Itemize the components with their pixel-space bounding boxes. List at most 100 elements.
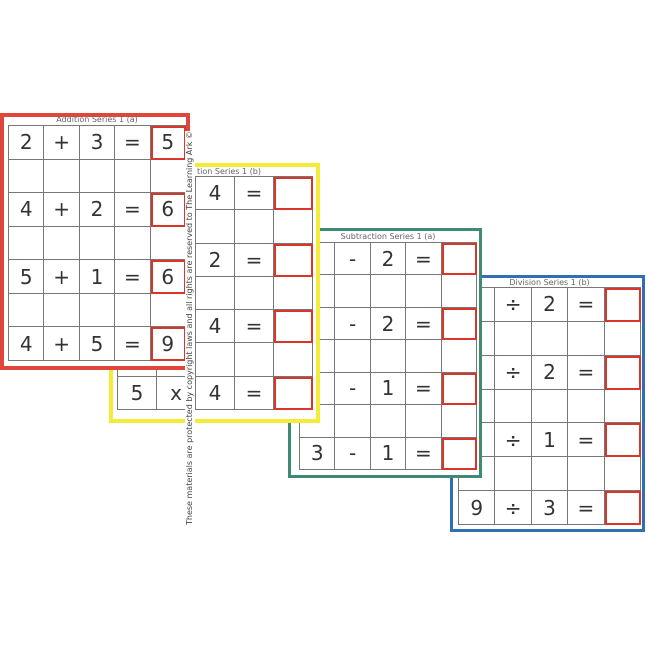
grid-cell <box>300 405 336 438</box>
grid-cell: - <box>335 307 371 341</box>
grid-cell: 3 <box>79 126 116 160</box>
grid-cell <box>568 321 605 356</box>
subtraction-worksheet-card: Subtraction Series 1 (a) -2=-2=-1=3-1= <box>288 228 482 478</box>
grid-cell: 2 <box>370 307 407 341</box>
answer-box: 9 <box>150 327 186 361</box>
grid-cell: = <box>406 243 442 276</box>
grid-cell: = <box>235 243 274 277</box>
grid-cell: = <box>115 126 151 160</box>
grid-cell <box>568 389 605 424</box>
grid-cell <box>495 321 532 356</box>
grid-cell <box>370 340 407 373</box>
answer-box <box>274 243 313 277</box>
grid-cell: 3 <box>300 437 336 470</box>
worksheet-grid: -2=-2=-1=3-1= <box>299 242 477 470</box>
grid-cell <box>150 159 186 194</box>
worksheet-grid: ÷2=÷2=÷1=9÷3= <box>458 287 641 525</box>
grid-cell: x <box>157 376 196 410</box>
grid-cell <box>604 457 641 492</box>
answer-box <box>274 310 313 344</box>
grid-cell <box>150 293 186 328</box>
grid-cell <box>406 405 442 438</box>
grid-cell <box>196 343 235 377</box>
answer-box <box>441 372 477 406</box>
grid-cell: 2 <box>370 243 407 276</box>
answer-box <box>441 437 477 470</box>
grid-cell: 1 <box>531 423 569 458</box>
grid-cell <box>370 405 407 438</box>
grid-cell <box>115 159 151 194</box>
grid-cell <box>495 389 532 424</box>
grid-cell <box>157 343 196 377</box>
grid-cell: - <box>335 243 371 276</box>
grid-cell: 5 <box>118 376 157 410</box>
grid-cell: = <box>406 307 442 341</box>
grid-cell: = <box>406 437 442 470</box>
grid-cell <box>335 405 371 438</box>
grid-cell <box>459 457 496 492</box>
grid-cell: + <box>44 126 80 160</box>
answer-box <box>441 307 477 341</box>
grid-cell <box>44 159 80 194</box>
grid-cell <box>79 226 116 261</box>
grid-cell: = <box>235 310 274 344</box>
grid-cell <box>441 405 477 438</box>
grid-cell: 5 <box>9 260 45 294</box>
answer-box <box>604 355 641 390</box>
worksheet-title: Subtraction Series 1 (a) <box>340 232 436 241</box>
answer-box: 6 <box>150 260 186 294</box>
grid-cell <box>531 389 569 424</box>
answer-box <box>604 491 641 525</box>
grid-cell: 4 <box>9 193 45 227</box>
grid-cell: 4 <box>196 376 235 410</box>
grid-cell <box>335 275 371 308</box>
grid-cell <box>604 389 641 424</box>
copyright-watermark: These materials are protected by copyrig… <box>185 131 195 525</box>
grid-cell: 3 <box>531 491 569 525</box>
grid-cell: = <box>115 193 151 227</box>
grid-cell: ÷ <box>495 355 532 390</box>
worksheet-title: Addition Series 1 (a) <box>56 115 138 124</box>
grid-cell: - <box>335 372 371 406</box>
grid-cell: = <box>115 260 151 294</box>
grid-cell: = <box>568 355 605 390</box>
grid-cell: 9 <box>459 491 496 525</box>
grid-cell <box>9 159 45 194</box>
grid-cell <box>44 226 80 261</box>
grid-cell <box>115 293 151 328</box>
grid-cell: = <box>235 376 274 410</box>
grid-cell: ÷ <box>495 423 532 458</box>
grid-cell <box>79 293 116 328</box>
grid-cell: 2 <box>531 288 569 322</box>
grid-cell <box>235 343 274 377</box>
grid-cell: - <box>335 437 371 470</box>
grid-cell <box>531 457 569 492</box>
worksheet-title: tion Series 1 (b) <box>197 167 261 176</box>
grid-cell: = <box>568 423 605 458</box>
grid-cell <box>335 340 371 373</box>
answer-box: 5 <box>150 126 186 160</box>
grid-cell: 2 <box>79 193 116 227</box>
grid-cell <box>441 340 477 373</box>
grid-cell: + <box>44 327 80 361</box>
grid-cell: = <box>115 327 151 361</box>
grid-cell: 4 <box>9 327 45 361</box>
grid-cell <box>406 275 442 308</box>
grid-cell <box>604 321 641 356</box>
grid-cell: 2 <box>196 243 235 277</box>
grid-cell <box>196 276 235 311</box>
grid-cell <box>115 226 151 261</box>
grid-cell <box>370 275 407 308</box>
grid-cell <box>79 159 116 194</box>
grid-cell: 1 <box>370 437 407 470</box>
grid-cell <box>274 210 313 244</box>
grid-cell: + <box>44 193 80 227</box>
grid-cell <box>196 210 235 244</box>
grid-cell: 4 <box>196 310 235 344</box>
grid-cell: = <box>568 491 605 525</box>
answer-box <box>274 177 313 211</box>
answer-box <box>441 243 477 276</box>
grid-cell: ÷ <box>495 491 532 525</box>
